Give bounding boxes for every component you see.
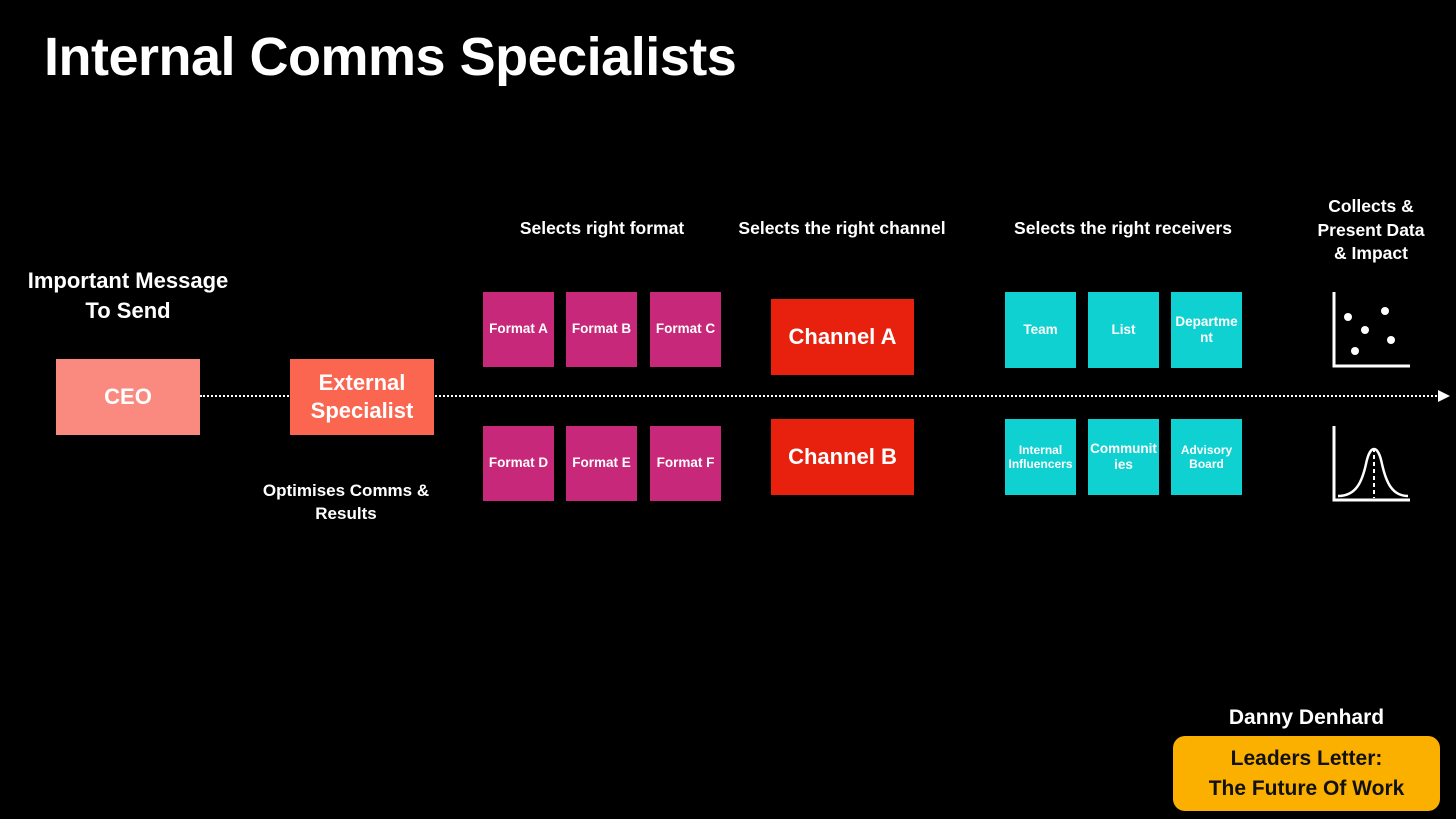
format-box-b: Format B [566, 292, 637, 367]
receiver-label: Advisory Board [1180, 442, 1233, 471]
data-header-line-1: Collects & [1328, 196, 1414, 216]
arrow-head-icon [1438, 390, 1450, 402]
format-label: Format C [655, 321, 716, 337]
data-header: Collects & Present Data & Impact [1296, 195, 1446, 266]
receiver-label: List [1111, 321, 1136, 337]
author-name: Danny Denhard [1228, 706, 1385, 729]
specialist-line-2: Specialist [310, 398, 414, 423]
format-box-a: Format A [483, 292, 554, 367]
bell-curve-icon [1332, 426, 1410, 502]
channel-label: Channel B [788, 443, 897, 469]
channels-header: Selects the right channel [738, 218, 946, 238]
receivers-header: Selects the right receivers [1014, 218, 1232, 238]
message-line-1: Important Message [27, 268, 229, 293]
receiver-box-advisory-board: Advisory Board [1171, 419, 1242, 495]
scatter-plot-icon [1332, 292, 1410, 368]
external-specialist-box: External Specialist [290, 359, 434, 435]
format-label: Format A [489, 321, 548, 337]
data-header-line-3: & Impact [1334, 243, 1408, 263]
channel-box-b: Channel B [771, 419, 914, 495]
receiver-label: Internal Influencers [1008, 442, 1073, 471]
receiver-box-communities: Communities [1088, 419, 1159, 495]
ceo-label: CEO [104, 383, 152, 409]
specialist-caption-line-2: Results [315, 504, 377, 523]
badge-line-1: Leaders Letter: [1230, 747, 1383, 771]
receiver-label: Communities [1090, 440, 1157, 472]
format-box-e: Format E [566, 426, 637, 501]
channel-label: Channel A [788, 323, 897, 349]
specialist-caption-line-1: Optimises Comms & [262, 481, 430, 500]
specialist-line-1: External [318, 370, 406, 395]
receiver-box-list: List [1088, 292, 1159, 368]
format-label: Format B [571, 321, 632, 337]
channel-box-a: Channel A [771, 299, 914, 375]
format-box-c: Format C [650, 292, 721, 367]
data-header-line-2: Present Data [1317, 219, 1425, 240]
format-box-d: Format D [483, 426, 554, 501]
receiver-box-department: Department [1171, 292, 1242, 368]
receiver-label: Department [1175, 313, 1238, 345]
page-title: Internal Comms Specialists [44, 27, 737, 87]
receiver-box-team: Team [1005, 292, 1076, 368]
flow-arrow-line [200, 395, 1440, 397]
message-line-2: To Send [85, 298, 171, 323]
format-label: Format E [572, 455, 631, 471]
newsletter-badge: Leaders Letter: The Future Of Work [1173, 736, 1440, 811]
receiver-box-internal-influencers: Internal Influencers [1005, 419, 1076, 495]
format-label: Format F [656, 455, 715, 471]
badge-line-2: The Future Of Work [1208, 776, 1405, 800]
format-box-f: Format F [650, 426, 721, 501]
message-label: Important Message To Send [10, 266, 246, 326]
formats-header: Selects right format [519, 218, 685, 238]
receiver-label: Team [1023, 321, 1058, 337]
specialist-caption: Optimises Comms & Results [246, 479, 446, 525]
ceo-box: CEO [56, 359, 200, 435]
format-label: Format D [488, 455, 549, 471]
